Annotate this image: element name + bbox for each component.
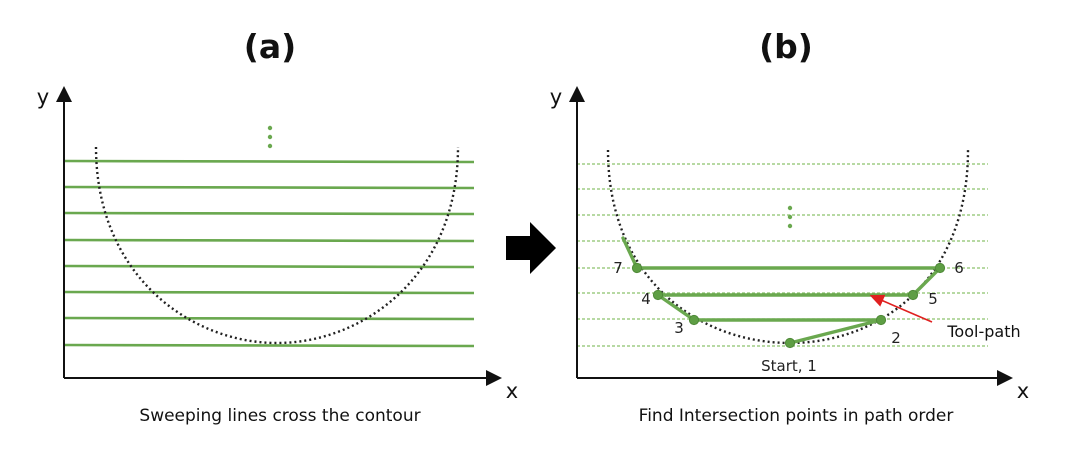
point-label-5: 5	[928, 290, 938, 308]
sweep-line	[63, 185, 475, 190]
panel-b-x-label: x	[1017, 379, 1029, 403]
tool-path-segment	[656, 293, 696, 322]
sweep-line	[63, 238, 475, 243]
panel-b-caption: Find Intersection points in path order	[639, 406, 954, 426]
panel-a-y-label: y	[37, 85, 49, 109]
tool-path-segment	[621, 236, 639, 270]
contour-curve	[94, 146, 460, 345]
panel-b: (b)	[550, 27, 1029, 426]
point-label-2: 2	[891, 329, 901, 347]
tool-path-segment	[788, 318, 883, 345]
panel-a-caption: Sweeping lines cross the contour	[139, 406, 420, 426]
point-label-7: 7	[613, 259, 623, 277]
panel-a-title: (a)	[244, 27, 296, 66]
contour-curve	[606, 149, 970, 345]
intersection-point-6	[934, 262, 946, 274]
vertical-ellipsis-icon	[787, 205, 793, 229]
intersection-point-1	[784, 337, 796, 349]
sweep-line	[63, 159, 475, 164]
point-label-3: 3	[674, 319, 684, 337]
intersection-point-3	[688, 314, 700, 326]
tool-path-label: Tool-path	[946, 322, 1020, 341]
panel-a: (a) y x Sweeping lines cross the contour	[37, 27, 518, 426]
sweep-line	[63, 343, 475, 348]
tool-path-segment	[911, 266, 942, 297]
panel-a-sweep-lines	[63, 159, 475, 348]
sweep-line	[63, 211, 475, 216]
sweep-line	[63, 290, 475, 295]
point-label-6: 6	[954, 259, 964, 277]
tool-path	[621, 236, 942, 345]
intersection-points	[631, 262, 946, 349]
intersection-point-4	[652, 289, 664, 301]
vertical-ellipsis-icon	[267, 125, 273, 149]
sweep-line	[63, 264, 475, 269]
panel-b-title: (b)	[759, 27, 813, 66]
panel-a-x-label: x	[506, 379, 518, 403]
intersection-point-7	[631, 262, 643, 274]
intersection-point-2	[875, 314, 887, 326]
sweep-line	[63, 316, 475, 321]
intersection-point-5	[907, 289, 919, 301]
panel-b-y-label: y	[550, 85, 562, 109]
tool-path-pointer-arrow	[869, 294, 933, 323]
point-label-start: Start, 1	[761, 357, 817, 375]
right-arrow-icon	[506, 222, 556, 274]
point-label-4: 4	[641, 290, 651, 308]
